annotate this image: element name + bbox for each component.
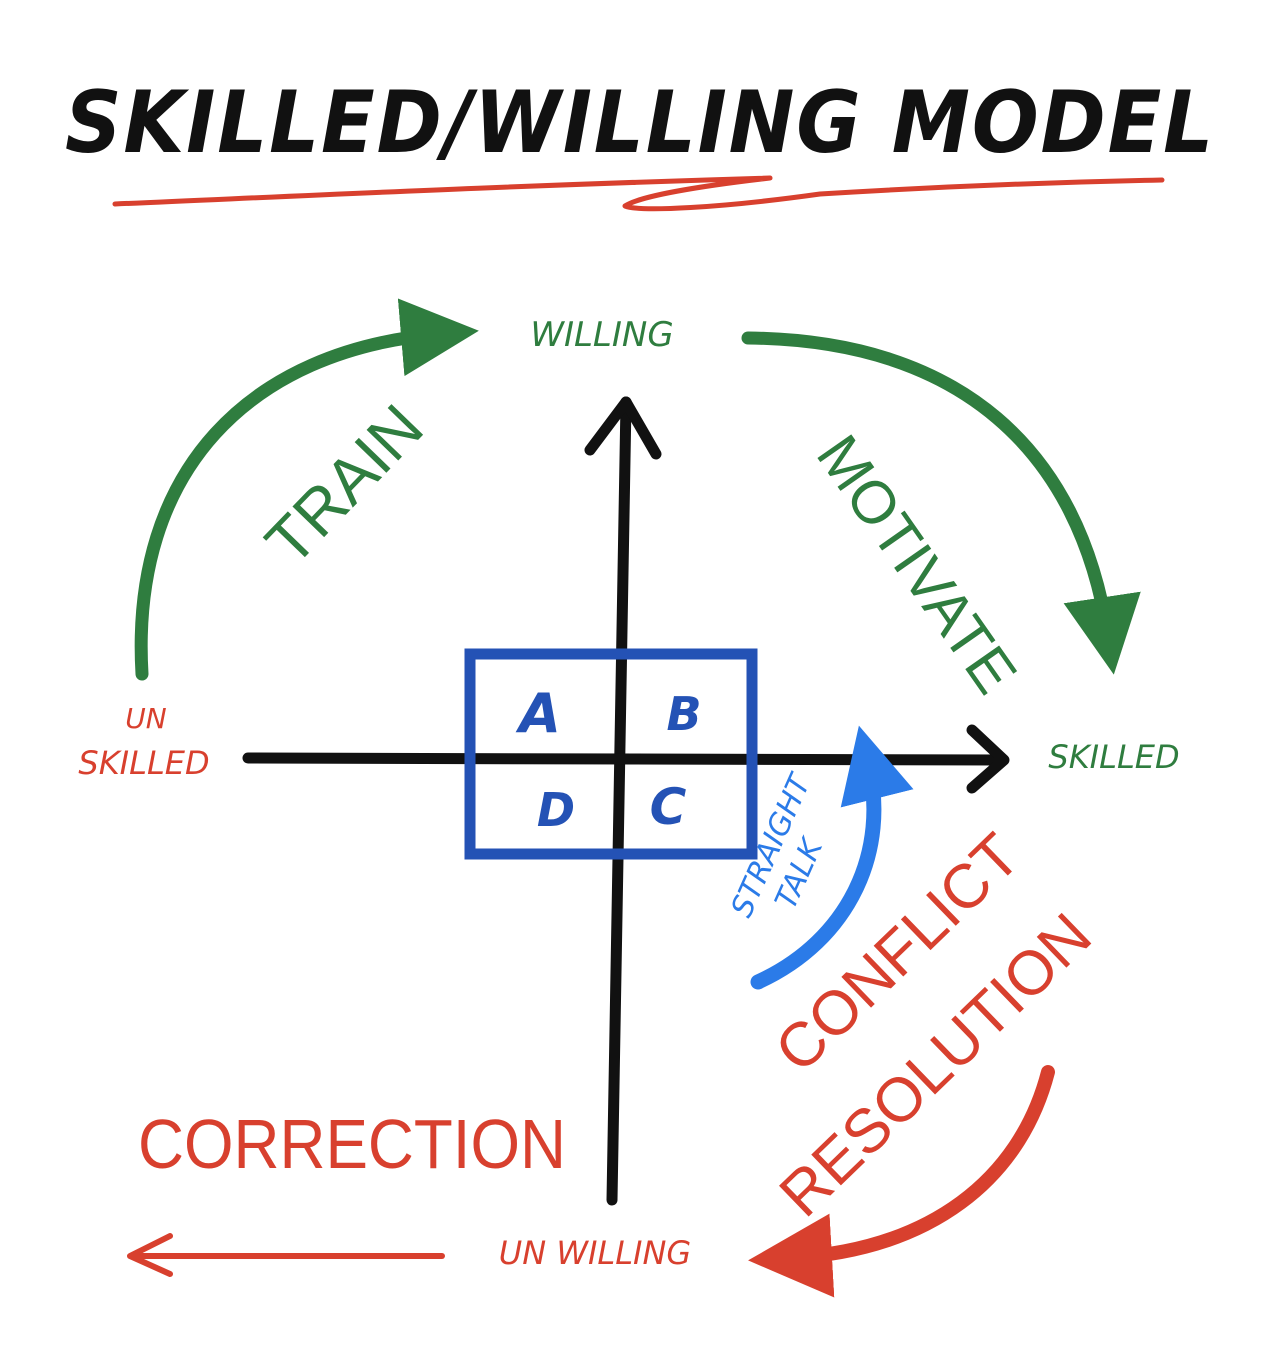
axis-label-unskilled-line1: UN <box>125 702 166 735</box>
motivate-label: MOTIVATE <box>804 423 1030 705</box>
train-label: TRAIN <box>252 391 437 579</box>
conflict-resolution-arrow <box>748 1065 1055 1298</box>
quadrant-b: B <box>666 687 701 741</box>
horizontal-axis-arrowhead <box>966 724 1010 794</box>
straight-talk-arrow <box>750 725 914 990</box>
correction-arrowhead <box>127 1233 173 1277</box>
title-underline <box>112 175 1165 212</box>
quadrant-a: A <box>515 682 561 745</box>
axis-label-skilled: SKILLED <box>1048 738 1179 776</box>
quadrant-box <box>464 648 758 860</box>
quadrant-c: C <box>650 778 687 836</box>
vertical-axis-arrowhead <box>584 396 662 460</box>
axis-label-unskilled-line2: SKILLED <box>78 744 209 782</box>
motivate-arrow <box>741 331 1141 675</box>
horizontal-axis <box>242 752 1008 766</box>
train-arrow <box>134 298 479 681</box>
correction-label: CORRECTION <box>138 1105 566 1183</box>
diagram-title: SKILLED/WILLING MODEL <box>65 73 1215 173</box>
vertical-axis <box>606 396 632 1206</box>
quadrant-d: D <box>537 783 575 837</box>
axis-label-willing: WILLING <box>530 315 673 355</box>
axis-label-unwilling: UN WILLING <box>499 1234 691 1272</box>
